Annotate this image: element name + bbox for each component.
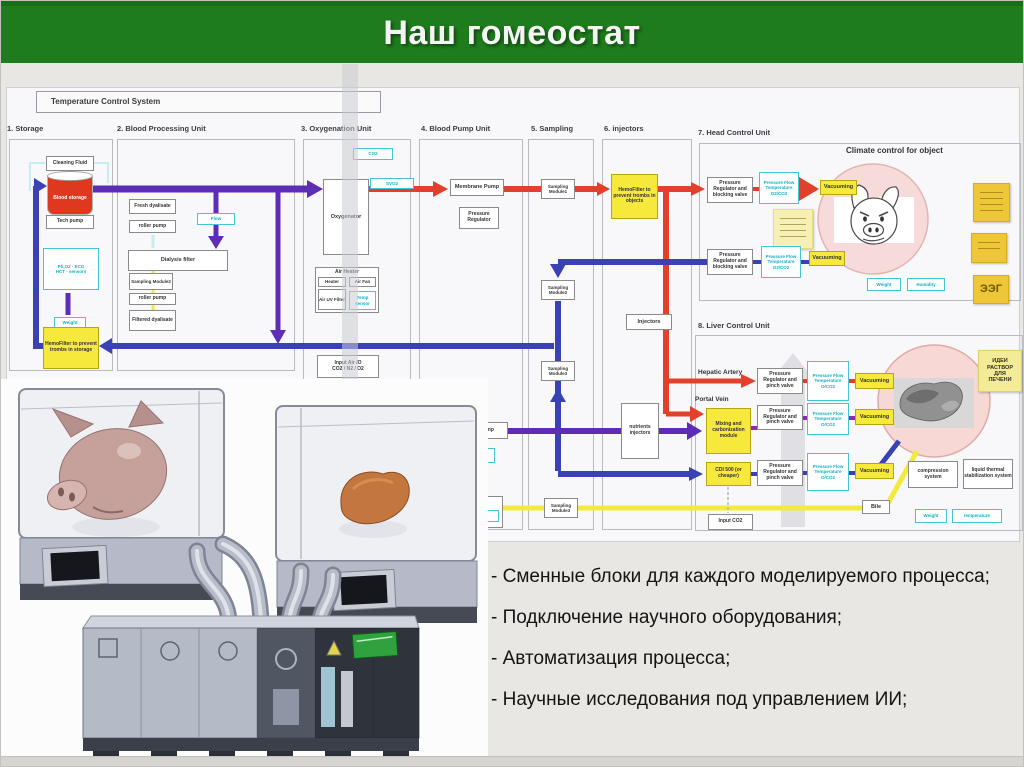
portal-vein-label: Portal Vein [695, 396, 729, 404]
control-screen-left [41, 544, 109, 588]
bullet-list: - Сменные блоки для каждого моделируемог… [491, 565, 1011, 729]
hepatic-artery-label: Hepatic Artery [698, 369, 743, 377]
cdi-box: CDI 500 (or cheaper) [706, 462, 751, 486]
pig-head-model [46, 400, 168, 520]
pr-pinch-3: Pressure Regulator and pinch valve [757, 460, 803, 486]
dialysis-filter: Dialysis filter [128, 250, 228, 271]
mixing-module: Mixing and carbonization module [706, 408, 751, 454]
pr-blocking-1: Pressure Regulator and blocking valve [707, 177, 753, 203]
sticky-note-1 [973, 183, 1010, 222]
section-label-8: 8. Liver Control Unit [698, 321, 770, 330]
section-label-4: 4. Blood Pump Unit [421, 124, 491, 133]
sensor-head-2: Pressure Flow Temperature O2/CO2 [761, 246, 801, 278]
equipment-render [1, 379, 488, 763]
hemofilter-storage: HemoFilter to prevent trombs in storage [43, 327, 99, 369]
membrane-pump: Membrane Pump [450, 179, 504, 196]
liver-model [340, 471, 410, 525]
sensor-liver-1: Pressure Flow Temperature O/CO2 [807, 361, 849, 401]
bottom-strip [1, 756, 1023, 766]
section-box-5 [528, 139, 594, 530]
page-title: Наш гомеостат [383, 14, 641, 52]
glass-chamber-pig [18, 388, 225, 600]
nutrients-injectors: nutrients injectors [621, 403, 659, 459]
vacuuming-l3: Vacuuming [855, 463, 894, 479]
section-label-7: 7. Head Control Unit [698, 128, 771, 137]
bullet-item: - Сменные блоки для каждого моделируемог… [491, 566, 990, 587]
sampling-module1: Sampling Module1 [541, 179, 575, 199]
section-label-3: 3. Oxygenation Unit [301, 124, 372, 133]
section-label-5: 5. Sampling [531, 124, 574, 133]
section-box-6 [602, 139, 692, 530]
bullet-item: - Автоматизация процесса; [491, 647, 731, 669]
roller-pump-2: roller pump [129, 293, 176, 305]
sensor-liver-3: Pressure Flow Temperature O/CO2 [807, 453, 849, 491]
sampling-module3b: Sampling Module3 [544, 498, 578, 518]
sticky-eeg: ЭЭГ [973, 275, 1009, 304]
gray-stripe-artifact [342, 64, 358, 381]
vacuuming-1: Vacuuming [820, 180, 857, 195]
pr-pinch-1: Pressure Regulator and pinch valve [757, 368, 803, 394]
glass-chamber-liver [275, 405, 478, 623]
control-screen-right [331, 568, 397, 612]
bile-box: Bile [862, 500, 890, 514]
bullet-item: - Научные исследования под управлением И… [491, 688, 908, 710]
sensor-head-1: Pressure Flow Temperature O2/CO2 [759, 172, 799, 204]
equipment-rack [82, 615, 420, 758]
section-label-2: 2. Blood Processing Unit [117, 124, 206, 133]
roller-pump-1: roller pump [129, 220, 176, 233]
sampling-module2: Sampling Module2 [541, 280, 575, 300]
section-label-6: 6. injectors [604, 124, 644, 133]
weight-liver: Weight [915, 509, 947, 523]
bullet-item: - Подключение научного оборудования; [491, 606, 843, 628]
fresh-dyalisate: Fresh dyalisate [129, 199, 176, 214]
pr-pinch-2: Pressure Regulator and pinch valve [757, 405, 803, 430]
filtered-dyalisate: Filtered dyalisate [129, 310, 176, 331]
air-uv-filter: Air UV Filter [318, 289, 346, 310]
svo2-chip: SVO2 [370, 178, 414, 189]
compression-system: compression system [908, 461, 958, 488]
sensor-liver-2: Pressure Flow Temperature O/CO2 [807, 403, 849, 435]
pr-blocking-2: Pressure Regulator and blocking valve [707, 249, 753, 275]
section-label-1: 1. Storage [7, 124, 44, 133]
section-box-7 [699, 143, 1021, 301]
vacuuming-l1: Vacuuming [855, 373, 894, 389]
humidity-head: Humidity [907, 278, 945, 291]
flow-chip: Flow [197, 213, 235, 225]
sticky-note-2 [971, 233, 1007, 263]
temperature-liver: temperature [952, 509, 1002, 523]
weight-head: Weight [867, 278, 901, 291]
section-box-1 [9, 139, 113, 371]
pressure-regulator-bpu: Pressure Regulator [459, 207, 499, 229]
injectors-box: Injectors [626, 314, 672, 330]
vacuuming-2: Vacuuming [809, 251, 845, 266]
sticky-liver: ИДЕИ РАСТВОР ДЛЯ ПЕЧЕНИ [978, 350, 1022, 392]
sampling-module3a: Sampling Module3 [541, 361, 575, 381]
rack-screen [351, 630, 399, 660]
cleaning-fluid: Cleaning Fluid [46, 156, 94, 171]
storage-sensors: Ph,O2 · ECG HCT · sensors [43, 248, 99, 290]
tcs-title-box: Temperature Control System [36, 91, 381, 113]
vacuuming-l2: Vacuuming [855, 409, 894, 425]
input-co2: Input CO2 [708, 514, 753, 530]
blood-storage: Blood storage [47, 171, 93, 215]
section-box-2 [117, 139, 295, 371]
hemofilter-objects: HemoFilter to prevent trombs in objects [611, 174, 658, 219]
sticky-head [773, 209, 813, 249]
co2-chip: CO2 [353, 148, 393, 160]
slide-header: Наш гомеостат [1, 1, 1023, 63]
sampling-module-bpu: Sampling Module2 [129, 273, 173, 290]
climate-title: Climate control for object [846, 146, 943, 156]
liquid-thermal: liquid thermal stabilization system [963, 459, 1013, 489]
tech-pump: Tech pump [46, 215, 94, 229]
